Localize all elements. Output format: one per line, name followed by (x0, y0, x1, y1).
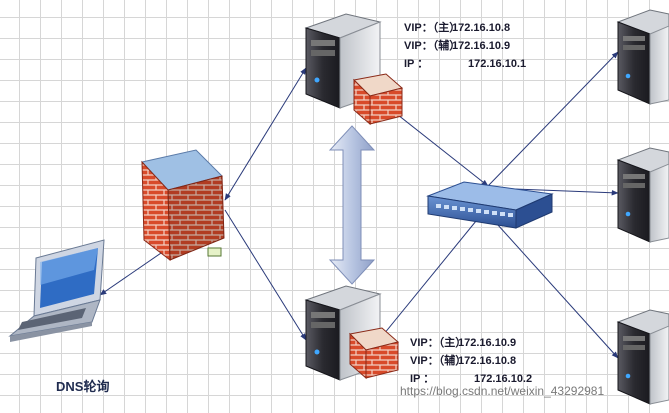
server-icon-backend-3[interactable] (616, 309, 669, 405)
link-backup-switch (374, 209, 486, 346)
server-icon-backend-1[interactable] (616, 9, 669, 105)
ip-value: 172.16.10.2 (474, 373, 533, 385)
ip-label: IP ： (404, 58, 429, 70)
vip-backup-value: 172.16.10.9 (452, 40, 511, 52)
vip-primary-label: VIP：（主） (404, 22, 461, 34)
master-server-ip-info: VIP：（主） 172.16.10.8 VIP：（辅） 172.16.10.9 … (404, 19, 526, 73)
firewall-icon-backup (348, 327, 400, 380)
link-switch-server-bottom (487, 213, 619, 359)
link-firewall-backup (224, 209, 307, 341)
watermark-text: https://blog.csdn.net/weixin_43292981 (400, 384, 605, 398)
firewall-icon[interactable] (141, 149, 225, 262)
server-icon-backend-2[interactable] (616, 147, 669, 243)
dns-round-robin-label: DNS轮询 (56, 379, 110, 394)
vip-primary-value: 172.16.10.8 (452, 22, 511, 34)
vip-primary-value: 172.16.10.9 (458, 337, 517, 349)
backup-server-ip-info: VIP：（主） 172.16.10.9 VIP：（辅） 172.16.10.8 … (410, 334, 532, 388)
switch-icon[interactable] (426, 181, 554, 229)
ip-value: 172.16.10.1 (468, 58, 527, 70)
vip-primary-label: VIP：（主） (410, 337, 467, 349)
sync-arrow-icon (328, 125, 376, 285)
link-firewall-master (224, 67, 307, 201)
vip-backup-label: VIP：（辅） (404, 40, 461, 52)
vip-backup-label: VIP：（辅） (410, 355, 467, 367)
ip-label: IP ： (410, 373, 435, 385)
vip-backup-value: 172.16.10.8 (458, 355, 517, 367)
laptop-icon[interactable] (8, 239, 105, 342)
firewall-icon-master (352, 73, 404, 126)
link-switch-server-top (487, 51, 619, 187)
